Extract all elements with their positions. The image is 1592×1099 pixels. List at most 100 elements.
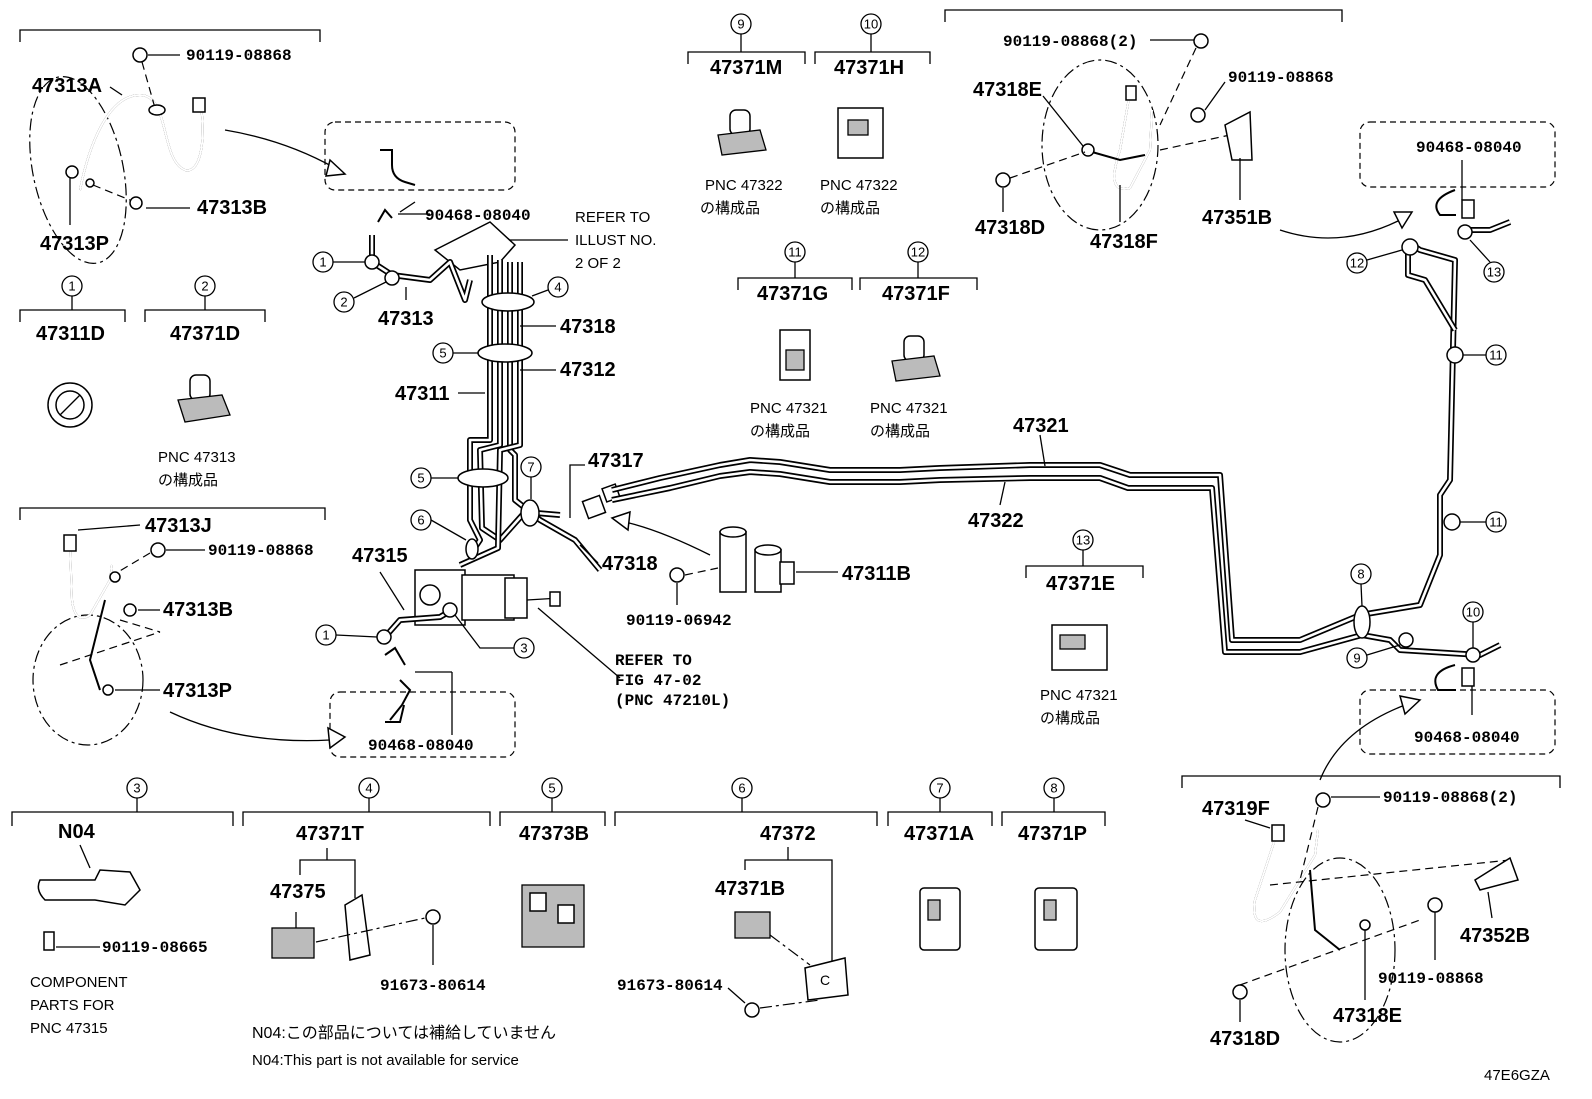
part-label: 47318D — [1210, 1028, 1280, 1050]
note-text: (PNC 47210L) — [615, 692, 730, 710]
part-label: 90119-08868 — [208, 542, 314, 560]
part-label: 47371G — [757, 283, 828, 305]
part-label: 90468-08040 — [368, 737, 474, 755]
note-text: PNC 47315 — [30, 1020, 108, 1037]
note-text: REFER TO — [575, 209, 650, 226]
part-label: 47371P — [1018, 823, 1087, 845]
part-label: 47318E — [973, 79, 1042, 101]
part-label: N04 — [58, 821, 96, 843]
part-label: 47313A — [32, 75, 102, 97]
part-label: 90119-06942 — [626, 612, 732, 630]
bolt-icon — [425, 909, 441, 925]
svg-text:9: 9 — [1353, 651, 1360, 666]
svg-text:1: 1 — [322, 628, 329, 643]
note-text: の構成品 — [820, 200, 880, 217]
callouts: 1 2 4 5 5 7 6 1 3 12 13 11 11 8 9 10 — [312, 239, 1507, 669]
bolt-icon — [129, 196, 143, 210]
note-text: の構成品 — [870, 423, 930, 440]
svg-text:2: 2 — [201, 279, 208, 294]
brake-lines — [611, 219, 1512, 658]
bolt-icon — [1190, 107, 1206, 123]
part-label: 47311B — [842, 563, 911, 585]
note-text: PNC 47321 — [870, 400, 948, 417]
group-11: 11 47371G PNC 47321 の構成品 — [737, 241, 853, 440]
part-label: 47315 — [352, 545, 408, 567]
bolt-icon — [1193, 33, 1209, 49]
part-label: 90119-08665 — [102, 939, 208, 957]
part-label: 47311D — [36, 323, 105, 345]
part-label: 47371D — [170, 323, 240, 345]
part-label: 90119-08868(2) — [1003, 33, 1137, 51]
svg-text:10: 10 — [864, 17, 878, 32]
svg-text:4: 4 — [554, 280, 561, 295]
part-label: 47318 — [602, 553, 658, 575]
part-label: 47371F — [882, 283, 950, 305]
svg-text:3: 3 — [520, 641, 527, 656]
note-text: PARTS FOR — [30, 997, 115, 1014]
bolt-icon — [123, 603, 137, 617]
svg-text:11: 11 — [1489, 515, 1503, 530]
bolt-icon — [150, 542, 166, 558]
svg-text:4: 4 — [365, 781, 372, 796]
svg-text:5: 5 — [548, 781, 555, 796]
part-label: 91673-80614 — [380, 977, 486, 995]
part-label: 91673-80614 — [617, 977, 723, 995]
part-label: 90119-08868 — [1378, 970, 1484, 988]
bolt-icon — [995, 172, 1011, 188]
part-label: 47371T — [296, 823, 364, 845]
group-1: 1 47311D — [19, 275, 126, 428]
svg-text:7: 7 — [936, 781, 943, 796]
part-label: 47371B — [715, 878, 785, 900]
note-text: 2 OF 2 — [575, 255, 621, 272]
note-text: の構成品 — [1040, 710, 1100, 727]
svg-text:8: 8 — [1050, 781, 1057, 796]
svg-text:8: 8 — [1357, 567, 1364, 582]
svg-text:13: 13 — [1487, 265, 1501, 280]
bracket-47311b — [719, 526, 795, 593]
group-9: 9 47371M PNC 47322 の構成品 — [687, 13, 806, 217]
svg-text:6: 6 — [738, 781, 745, 796]
note-text: REFER TO — [615, 652, 692, 670]
part-label: 47321 — [1013, 415, 1069, 437]
part-label: 47317 — [588, 450, 644, 472]
top-left-hose-group: 90119-08868 47313A 47313B 47313P — [19, 29, 516, 264]
group-5: 5 47373B — [499, 777, 606, 948]
part-label: 47313P — [40, 233, 109, 255]
part-label: 90468-08040 — [1416, 139, 1522, 157]
group-12: 12 47371F PNC 47321 の構成品 — [859, 241, 978, 440]
part-label: 47371A — [904, 823, 974, 845]
svg-text:1: 1 — [68, 279, 75, 294]
note-text: ILLUST NO. — [575, 232, 656, 249]
right-upper-group: 90119-08868(2) 90119-08868 47318E 47318D… — [944, 9, 1556, 781]
part-label: 47313B — [197, 197, 267, 219]
part-label: 47318E — [1333, 1005, 1402, 1027]
svg-text:11: 11 — [788, 245, 802, 260]
part-label: 47371H — [834, 57, 904, 79]
part-label: 47352B — [1460, 925, 1530, 947]
svg-text:2: 2 — [340, 295, 347, 310]
note-text: PNC 47322 — [705, 177, 783, 194]
part-label: 47313P — [163, 680, 232, 702]
bolt-icon — [1232, 984, 1248, 1000]
bolt-icon — [132, 47, 148, 63]
note-text: の構成品 — [700, 200, 760, 217]
c-mark: C — [820, 972, 830, 988]
part-label: 47371E — [1046, 573, 1115, 595]
footnote-en: N04:This part is not available for servi… — [252, 1052, 519, 1069]
part-label: 47373B — [519, 823, 589, 845]
svg-text:9: 9 — [737, 17, 744, 32]
part-label: 47318 — [560, 316, 616, 338]
group-7: 7 47371A — [887, 777, 993, 951]
part-label: 90119-08868 — [186, 47, 292, 65]
svg-text:11: 11 — [1489, 348, 1503, 363]
note-text: PNC 47321 — [1040, 687, 1118, 704]
part-label: 47351B — [1202, 207, 1272, 229]
part-label: 47313 — [378, 308, 434, 330]
part-label: 47375 — [270, 881, 326, 903]
part-label: 47312 — [560, 359, 616, 381]
part-label: 47322 — [968, 510, 1024, 532]
note-text: の構成品 — [158, 472, 218, 489]
part-label: 90468-08040 — [425, 207, 531, 225]
part-label: 90119-08868(2) — [1383, 789, 1517, 807]
group-6: 6 47372 47371B C 91673-80614 — [614, 777, 878, 1018]
